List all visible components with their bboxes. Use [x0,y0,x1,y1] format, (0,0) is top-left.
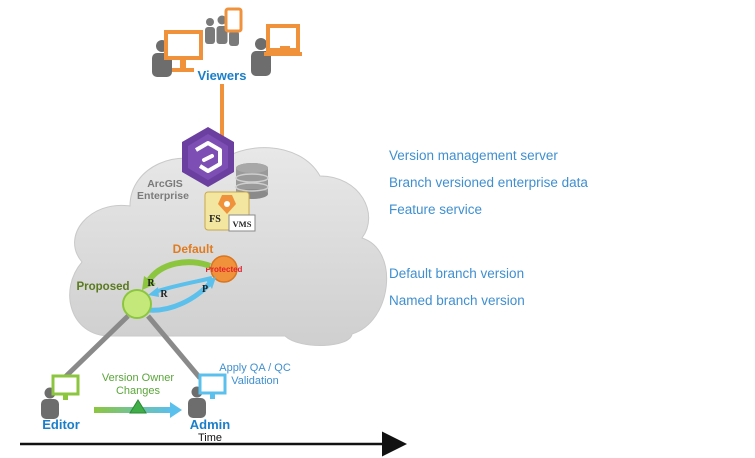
tablet-icon [224,7,243,33]
admin-connector-line [146,314,202,380]
monitor-icon [164,30,203,72]
default-branch-node [210,255,238,283]
monitor-icon [51,374,80,400]
owner-change-arrow [94,399,182,418]
viewers-label: Viewers [198,68,247,83]
named-branch-node [122,289,152,319]
proposed-branch-label: Proposed [76,281,129,293]
editor-group: Editor [41,374,80,432]
reconcile-arrow-blue [148,276,213,297]
owner-changes-line2: Changes [116,385,161,397]
change-marker-icon [129,399,147,414]
post-arrow [147,277,216,313]
person-icon [251,38,271,76]
vms-label: VMS [233,219,252,229]
vms-server-icon: VMS [228,214,256,232]
laptop-icon [264,24,302,56]
admin-group: Admin [188,373,231,432]
editor-connector-line [60,314,130,382]
database-icon [235,163,269,199]
enterprise-cloud [69,147,388,346]
legend-version-management-server: Version management server [389,148,558,163]
protected-label: Protected [206,265,243,274]
arcgis-label-line2: Enterprise [137,190,189,202]
default-branch-label: Default [173,242,214,256]
reconcile-label-1: R [147,278,155,289]
reconcile-label-2: R [160,289,168,300]
editor-label: Editor [42,417,80,432]
monitor-icon [198,373,227,399]
reconcile-arrow-green [142,259,212,290]
qa-qc-line2: Validation [231,375,279,387]
legend-branch-versioned-data: Branch versioned enterprise data [389,175,588,190]
admin-label: Admin [190,417,231,432]
qa-qc-line1: Apply QA / QC [219,362,291,374]
time-label: Time [198,432,222,444]
legend-default-branch-version: Default branch version [389,266,525,281]
arcgis-enterprise-hexagon-icon [182,127,234,187]
legend-named-branch-version: Named branch version [389,293,525,308]
post-label: P [202,284,208,295]
legend-feature-service: Feature service [389,202,483,217]
person-icon [188,386,206,418]
viewers-group: Viewers [152,7,302,83]
fs-label: FS [209,214,221,225]
owner-changes-line1: Version Owner [102,372,174,384]
arcgis-label-line1: ArcGIS [147,178,183,190]
